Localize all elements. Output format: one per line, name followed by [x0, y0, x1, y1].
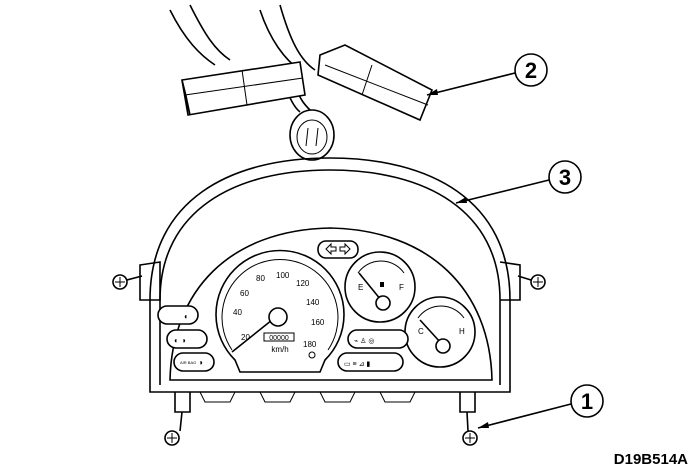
fuel-gauge: E F: [344, 251, 416, 323]
screw-icon: [462, 411, 478, 446]
oil-seatbelt-abs-icons: ⌁ ♙ ◎: [354, 337, 375, 345]
temp-cold-label: C: [418, 327, 424, 336]
headlight-icon: ◐ ◑: [174, 336, 186, 345]
callout-3: 3: [455, 160, 582, 204]
battery-check-fuel-icons: ▭ ≡ ⊿ ▮: [344, 361, 370, 368]
speed-tick-label: 140: [306, 298, 320, 307]
temperature-gauge: C H: [404, 296, 476, 368]
speed-tick-label: 120: [296, 279, 310, 288]
odometer-readout: 00000: [269, 335, 289, 342]
speed-tick-label: 100: [276, 271, 290, 280]
low-beam-icon: ◑: [198, 358, 203, 367]
warning-lights-right: ⌁ ♙ ◎ ▭ ≡ ⊿ ▮: [337, 329, 409, 372]
fuel-pump-icon: [380, 282, 384, 287]
speed-tick-label: 20: [241, 333, 250, 342]
fuel-full-label: F: [399, 283, 404, 292]
screw-icon: [112, 274, 143, 290]
turn-signal-indicator: [317, 240, 359, 259]
bulb-socket: [289, 109, 335, 161]
speed-unit-label: km/h: [271, 345, 288, 354]
connector-left: [181, 61, 306, 116]
figure-id: D19B514A: [614, 451, 688, 468]
speed-tick-label: 180: [303, 340, 317, 349]
warning-lights-left: ◐ ◐ ◑ AIR BAG ◑: [157, 305, 215, 372]
fog-light-icon: ◐: [184, 312, 189, 321]
speed-tick-label: 160: [311, 318, 325, 327]
screw-icon: [517, 274, 546, 290]
callout-number: 1: [581, 389, 593, 414]
speed-tick-label: 80: [256, 274, 265, 283]
temp-hot-label: H: [459, 327, 465, 336]
callout-2: 2: [426, 53, 548, 96]
airbag-warning-label: AIR BAG: [180, 360, 196, 365]
fuel-empty-label: E: [358, 283, 363, 292]
callout-1: 1: [477, 384, 604, 429]
callout-number: 3: [559, 165, 571, 190]
speedometer: 00000 km/h 20 40 60 80 100 120 140 160 1…: [215, 249, 345, 373]
speed-tick-label: 40: [233, 308, 242, 317]
connector-right: [317, 44, 434, 122]
cluster-housing: [139, 157, 521, 413]
callout-number: 2: [525, 58, 537, 83]
speed-tick-label: 60: [240, 289, 249, 298]
screw-icon: [164, 411, 183, 446]
